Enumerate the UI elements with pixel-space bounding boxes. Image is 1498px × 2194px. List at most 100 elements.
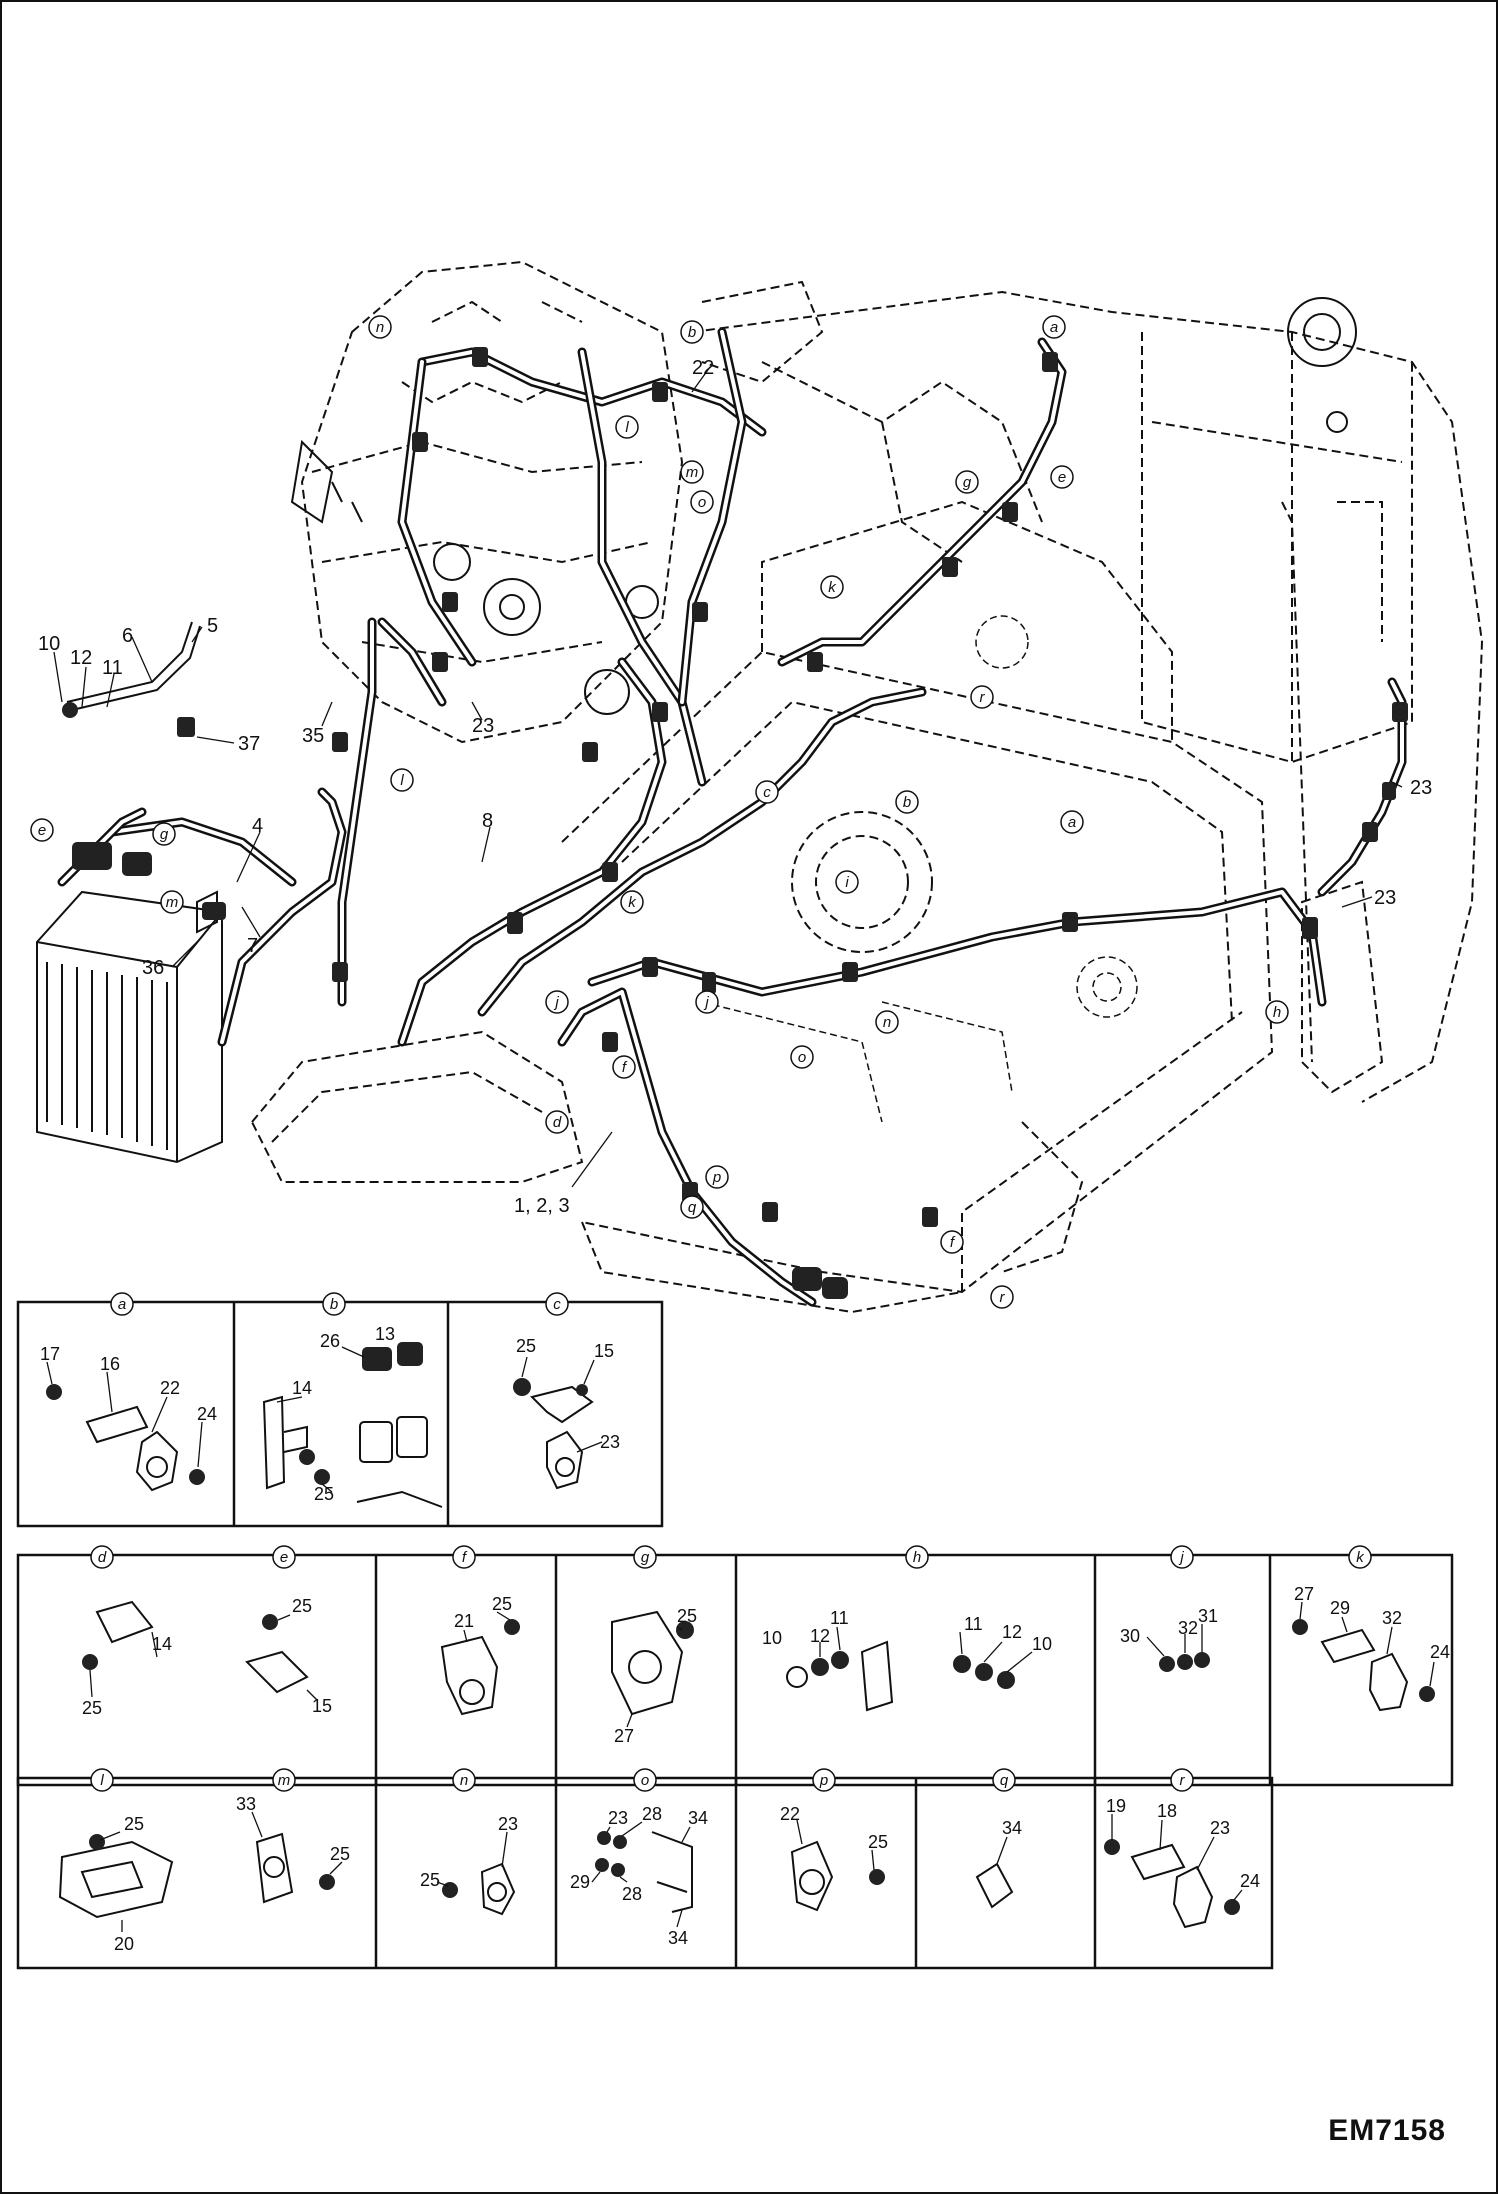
svg-text:e: e (280, 1549, 288, 1566)
svg-text:n: n (376, 319, 384, 336)
detail-c-part-25: 25 (516, 1336, 536, 1356)
svg-text:r: r (1000, 1289, 1006, 1306)
detail-box-letter-e: e (272, 1545, 296, 1569)
detail-box-letter-g: g (633, 1545, 657, 1569)
callout-23-right-lower: 23 (1374, 887, 1396, 909)
svg-text:f: f (462, 1549, 468, 1566)
detail-j-part-31: 31 (1198, 1606, 1218, 1626)
letter-marker-l: l (390, 768, 414, 792)
svg-text:a: a (1050, 319, 1058, 336)
detail-box-letter-r: r (1170, 1768, 1194, 1792)
svg-text:k: k (628, 894, 637, 911)
detail-e-part-25: 25 (292, 1596, 312, 1616)
svg-text:d: d (98, 1549, 107, 1566)
svg-text:n: n (460, 1772, 468, 1789)
detail-d-part-14: 14 (152, 1634, 172, 1654)
detail-b-part-14: 14 (292, 1378, 312, 1398)
letter-marker-r: r (970, 685, 994, 709)
detail-h-part-10: 10 (1032, 1634, 1052, 1654)
callout-10: 10 (38, 633, 60, 655)
detail-h-part-11: 11 (830, 1608, 849, 1628)
detail-f-part-21: 21 (454, 1611, 474, 1631)
detail-l-part-25: 25 (124, 1814, 144, 1834)
document-code: EM7158 (1328, 2114, 1446, 2147)
detail-k-part-29: 29 (1330, 1598, 1350, 1618)
detail-box-letter-p: p (812, 1768, 836, 1792)
detail-box-letters: a b c d e f g h j k l m n o p q r (90, 1292, 1372, 1792)
callout-12: 12 (70, 647, 92, 669)
detail-r-part-23: 23 (1210, 1818, 1230, 1838)
detail-part-drawings (46, 1342, 1435, 1929)
callout-23-right-upper: 23 (1410, 777, 1432, 799)
detail-a-part-22: 22 (160, 1378, 180, 1398)
svg-text:e: e (38, 822, 46, 839)
detail-a-part-24: 24 (197, 1404, 217, 1424)
svg-text:c: c (553, 1296, 561, 1313)
svg-text:l: l (400, 772, 404, 789)
svg-text:g: g (963, 474, 972, 491)
detail-box-letter-o: o (633, 1768, 657, 1792)
detail-n-part-25: 25 (420, 1870, 440, 1890)
callout-23-engine: 23 (472, 715, 494, 737)
detail-box-letter-d: d (90, 1545, 114, 1569)
letter-marker-b: b (680, 320, 704, 344)
svg-text:j: j (703, 994, 709, 1011)
letter-marker-l: l (615, 415, 639, 439)
letter-marker-r: r (990, 1285, 1014, 1309)
callout-35: 35 (302, 725, 324, 747)
detail-box-letter-f: f (452, 1545, 476, 1569)
detail-k-part-24: 24 (1430, 1642, 1450, 1662)
svg-text:o: o (698, 494, 706, 511)
letter-marker-a: a (1060, 810, 1084, 834)
letter-marker-j: j (695, 990, 719, 1014)
detail-c-part-23: 23 (600, 1432, 620, 1452)
svg-text:h: h (913, 1549, 921, 1566)
svg-text:p: p (712, 1169, 721, 1186)
main-leader-lines (53, 366, 1403, 1188)
letter-marker-n: n (875, 1010, 899, 1034)
detail-c-part-15: 15 (594, 1341, 614, 1361)
detail-h-part-10: 10 (762, 1628, 782, 1648)
svg-text:a: a (118, 1296, 126, 1313)
detail-q-part-34: 34 (1002, 1818, 1022, 1838)
detail-h-part-12: 12 (810, 1626, 830, 1646)
detail-m-part-25: 25 (330, 1844, 350, 1864)
detail-box-letter-c: c (545, 1292, 569, 1316)
svg-text:l: l (100, 1772, 104, 1789)
svg-text:e: e (1058, 469, 1066, 486)
detail-box-letter-q: q (992, 1768, 1016, 1792)
detail-box-letter-n: n (452, 1768, 476, 1792)
detail-row-2 (16, 1553, 1454, 1787)
callout-22: 22 (692, 357, 714, 379)
detail-l-part-20: 20 (114, 1934, 134, 1954)
detail-g-part-27: 27 (614, 1726, 634, 1746)
letter-marker-e: e (1050, 465, 1074, 489)
letter-marker-q: q (680, 1195, 704, 1219)
detail-r-part-18: 18 (1157, 1801, 1177, 1821)
svg-text:m: m (278, 1772, 291, 1789)
detail-r-part-24: 24 (1240, 1871, 1260, 1891)
svg-text:o: o (798, 1049, 806, 1066)
svg-text:q: q (688, 1199, 697, 1216)
detail-box-letter-h: h (905, 1545, 929, 1569)
svg-text:j: j (1178, 1549, 1184, 1566)
detail-a-part-17: 17 (40, 1344, 60, 1364)
detail-o-part-23: 23 (608, 1808, 628, 1828)
detail-f-part-25: 25 (492, 1594, 512, 1614)
letter-marker-o: o (790, 1045, 814, 1069)
detail-m-part-33: 33 (236, 1794, 256, 1814)
detail-b-part-26: 26 (320, 1331, 340, 1351)
detail-box-letter-k: k (1348, 1545, 1372, 1569)
svg-text:b: b (330, 1296, 338, 1313)
detail-k-part-27: 27 (1294, 1584, 1314, 1604)
svg-text:b: b (688, 324, 696, 341)
detail-o-part-34: 34 (688, 1808, 708, 1828)
svg-text:j: j (553, 994, 559, 1011)
svg-text:d: d (553, 1114, 562, 1131)
svg-text:g: g (641, 1549, 650, 1566)
detail-j-part-30: 30 (1120, 1626, 1140, 1646)
detail-box-letter-l: l (90, 1768, 114, 1792)
detail-box-letter-m: m (272, 1768, 296, 1792)
